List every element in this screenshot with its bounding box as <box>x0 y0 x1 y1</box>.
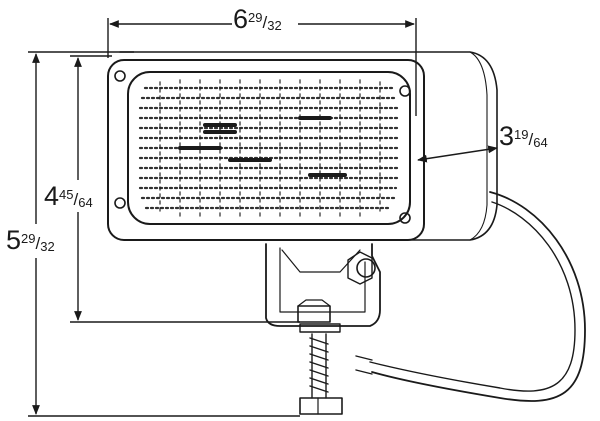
housing-rear-edge <box>469 51 488 241</box>
depth-dimension-label: 319/64 <box>499 121 548 151</box>
housing-side <box>119 51 498 241</box>
depth-numerator: 19 <box>514 127 529 142</box>
width-denominator: 32 <box>267 18 282 33</box>
width-numerator: 29 <box>248 10 263 25</box>
pivot-bolt-head <box>356 258 376 278</box>
bracket-slope <box>281 249 361 273</box>
power-cord-inner <box>369 201 576 392</box>
power-cord <box>371 191 586 402</box>
stud-collar <box>299 323 341 333</box>
pivot-nut <box>347 251 373 285</box>
depth-denominator: 64 <box>533 135 548 150</box>
lamp-height-numerator: 45 <box>59 187 74 202</box>
mounting-nut-top <box>297 299 331 307</box>
bracket-inner <box>279 247 366 313</box>
lens-dark-segments <box>178 116 347 177</box>
mounting-nut <box>297 305 331 323</box>
bezel-screw-bottom-left <box>114 197 126 209</box>
cord-wire-lead-a <box>355 355 373 361</box>
lamp-height-whole: 4 <box>44 181 60 211</box>
depth-dimension-line <box>417 145 498 163</box>
mounting-bracket <box>265 243 381 327</box>
total-height-numerator: 29 <box>21 231 36 246</box>
total-height-denominator: 32 <box>40 239 55 254</box>
cord-wire-lead-b <box>355 369 373 375</box>
width-dimension-label: 629/32 <box>233 4 282 34</box>
lens-window <box>127 71 411 225</box>
threaded-stud <box>309 333 329 399</box>
lamp-height-denominator: 64 <box>78 195 93 210</box>
bezel-screw-bottom-right <box>399 212 411 224</box>
lens-texture-vertical <box>159 79 381 217</box>
total-height-dimension-label: 529/32 <box>6 225 55 255</box>
bezel-screw-top-right <box>399 85 411 97</box>
bezel-screw-top-left <box>114 70 126 82</box>
stud-nut <box>299 397 343 415</box>
lamp-height-dimension-label: 445/64 <box>44 181 93 211</box>
total-height-whole: 5 <box>6 225 22 255</box>
width-whole: 6 <box>233 4 249 34</box>
depth-whole: 3 <box>499 121 515 151</box>
